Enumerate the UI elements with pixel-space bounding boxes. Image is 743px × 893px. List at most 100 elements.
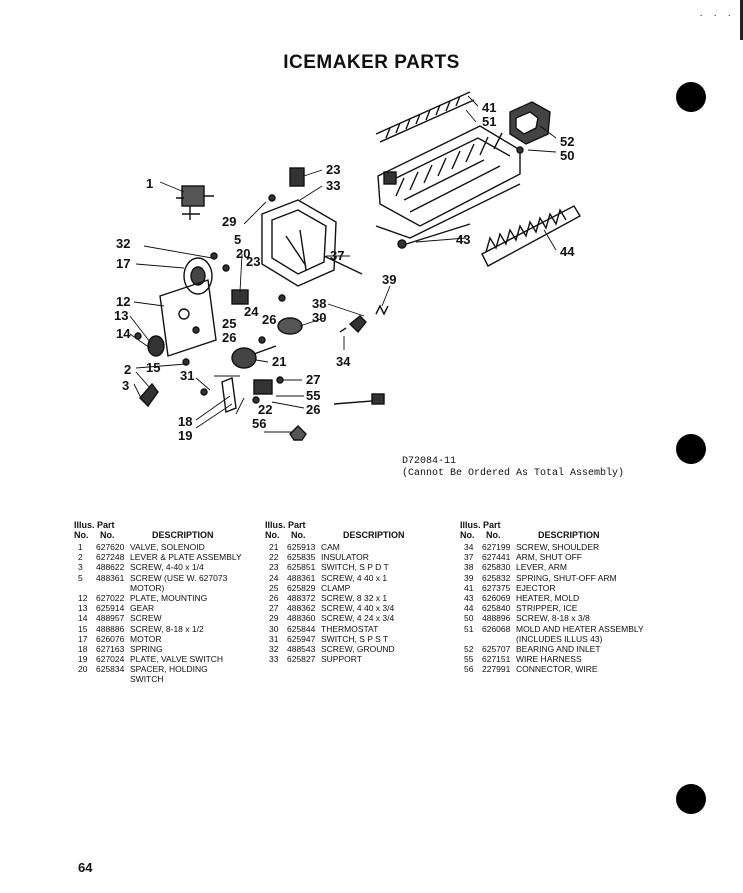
- part-number: 626069: [482, 592, 511, 603]
- callout-39: 39: [382, 272, 396, 287]
- ice-stripper-part: [481, 205, 581, 267]
- binder-hole-3: [676, 784, 706, 814]
- mold-assembly-part: [377, 125, 521, 227]
- header-illus-part: Illus. Part: [74, 520, 115, 530]
- part-number: 488361: [287, 572, 316, 583]
- callout-18: 18: [178, 414, 192, 429]
- illus-number: 5: [78, 572, 83, 583]
- part-number: 627375: [482, 582, 511, 593]
- part-description: SCREW, SHOULDER: [516, 542, 600, 552]
- callout-23-right: 23: [326, 162, 340, 177]
- part-number: 488622: [96, 562, 125, 573]
- support-housing-part: [261, 199, 337, 287]
- part-number: 626068: [482, 623, 511, 634]
- illus-number: 21: [269, 542, 279, 552]
- part-number: 627441: [482, 552, 511, 563]
- illus-number: 12: [78, 592, 88, 603]
- part-number: 488360: [287, 613, 316, 624]
- table-row: SWITCH: [74, 674, 254, 684]
- part-description: BEARING AND INLET: [516, 643, 601, 654]
- part-description: CONNECTOR, WIRE: [516, 664, 598, 675]
- callout-1: 1: [146, 176, 153, 191]
- callout-34: 34: [336, 354, 351, 369]
- binder-hole-2: [676, 434, 706, 464]
- callout-3: 3: [122, 378, 129, 393]
- part-description: SCREW, 4-40 x 1/4: [130, 562, 204, 573]
- header-description: DESCRIPTION: [538, 530, 600, 540]
- callout-26-left: 26: [222, 330, 236, 345]
- illus-number: 33: [269, 654, 279, 665]
- part-number: 488896: [482, 613, 511, 624]
- part-number: 625913: [287, 542, 316, 552]
- illus-number: 14: [78, 613, 88, 624]
- part-description: SCREW: [130, 613, 162, 624]
- illus-number: 38: [464, 562, 474, 573]
- illus-number: 13: [78, 603, 88, 614]
- part-description: SCREW, GROUND: [321, 643, 395, 654]
- header-description: DESCRIPTION: [152, 530, 214, 540]
- part-description: LEVER & PLATE ASSEMBLY: [130, 552, 242, 563]
- illus-number: 34: [464, 542, 474, 552]
- illus-number: 51: [464, 623, 474, 634]
- leader-lines: [129, 95, 557, 433]
- diagram-code: D72084-11: [402, 456, 457, 467]
- callout-21: 21: [272, 354, 286, 369]
- part-number: 626076: [96, 633, 125, 644]
- callout-12: 12: [116, 294, 130, 309]
- diagram-code-block: D72084-11 (Cannot Be Ordered As Total As…: [402, 456, 624, 480]
- header-part-no: No.: [100, 530, 115, 540]
- callout-44: 44: [560, 244, 575, 259]
- part-description: SWITCH, S P D T: [321, 562, 389, 573]
- header-description: DESCRIPTION: [343, 530, 405, 540]
- part-number: 625914: [96, 603, 125, 614]
- illus-number: 22: [269, 552, 279, 563]
- callout-43: 43: [456, 232, 470, 247]
- illus-number: 56: [464, 664, 474, 675]
- part-number: 625834: [96, 664, 125, 675]
- part-description: GEAR: [130, 603, 155, 614]
- callout-30: 30: [312, 310, 326, 325]
- callout-37: 37: [330, 248, 344, 263]
- part-description: SWITCH, S P S T: [321, 633, 389, 644]
- part-description: SWITCH: [130, 674, 164, 685]
- callout-33: 33: [326, 178, 340, 193]
- part-number: 625835: [287, 552, 316, 563]
- illus-number: 2: [78, 552, 83, 563]
- table-row: 13 625914 GEAR: [74, 603, 254, 613]
- illus-number: 37: [464, 552, 474, 563]
- part-description: EJECTOR: [516, 582, 556, 593]
- part-number: 627620: [96, 542, 125, 552]
- part-number: 625844: [287, 623, 316, 634]
- ejector-part: [375, 91, 475, 143]
- part-number: 625947: [287, 633, 316, 644]
- part-number: 627248: [96, 552, 125, 563]
- part-description: SCREW, 4 40 x 3/4: [321, 603, 395, 614]
- callout-26-mid: 26: [262, 312, 276, 327]
- part-description: ARM, SHUT OFF: [516, 552, 582, 563]
- callout-55: 55: [306, 388, 320, 403]
- callout-17: 17: [116, 256, 130, 271]
- part-description: PLATE, VALVE SWITCH: [130, 654, 224, 665]
- illus-number: 31: [269, 633, 279, 644]
- callout-numbers: 1 2 3 5 12 13 14 15 17 18 19 20 21 22 23…: [114, 100, 575, 443]
- part-description: MOTOR: [130, 633, 162, 644]
- callout-25: 25: [222, 316, 236, 331]
- part-number: 625840: [482, 603, 511, 614]
- header-illus-no: No.: [74, 530, 89, 540]
- part-number: 627151: [482, 654, 511, 665]
